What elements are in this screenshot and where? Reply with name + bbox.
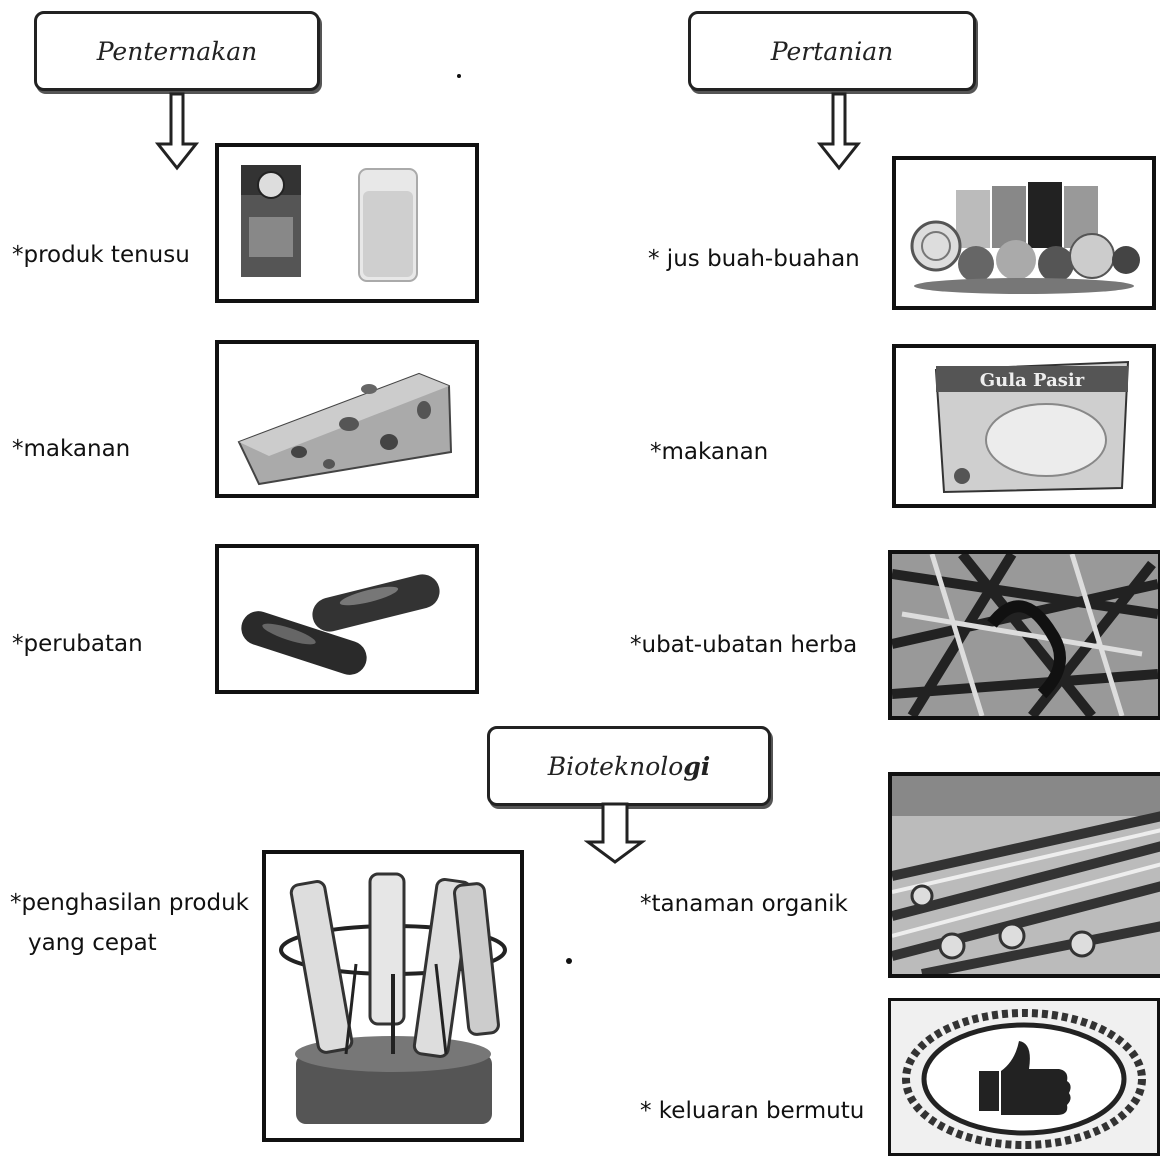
label-makanan-right: *makanan	[650, 439, 769, 465]
label-perubatan: *perubatan	[12, 631, 143, 657]
label-makanan-left: *makanan	[12, 436, 131, 462]
herbal-roots-photo	[888, 550, 1160, 720]
bioteknologi-title: Bioteknologi	[547, 751, 711, 781]
label-penghasilan-line2: yang cepat	[28, 930, 157, 956]
down-arrow-icon	[154, 92, 200, 171]
hydroponic-farm-photo	[888, 772, 1160, 978]
penternakan-box: Penternakan	[34, 11, 320, 91]
label-produk-tenusu: *produk tenusu	[12, 242, 190, 268]
pertanian-box: Pertanian	[688, 11, 976, 91]
label-tanaman-organik: *tanaman organik	[640, 891, 848, 917]
label-penghasilan-line1: *penghasilan produk	[10, 890, 249, 916]
dairy-products-photo	[215, 143, 479, 303]
label-jus-buah: * jus buah-buahan	[648, 246, 860, 272]
thumbs-up-seal-photo	[888, 998, 1160, 1156]
bioteknologi-box: Bioteknologi	[487, 726, 771, 806]
pertanian-title: Pertanian	[770, 36, 894, 66]
fruit-juice-photo	[892, 156, 1156, 310]
capsules-photo	[215, 544, 479, 694]
label-ubat-herba: *ubat-ubatan herba	[630, 632, 858, 658]
fermentation-tubes-photo	[262, 850, 524, 1142]
penternakan-title: Penternakan	[96, 36, 258, 66]
label-keluaran-bermutu: * keluaran bermutu	[640, 1098, 865, 1124]
pack-brand-text: Gula Pasir	[980, 370, 1085, 391]
sugar-pack-photo: Gula Pasir	[892, 344, 1156, 508]
cheese-photo	[215, 340, 479, 498]
down-arrow-icon	[584, 802, 646, 864]
scan-dot	[457, 74, 461, 78]
scan-dot	[566, 958, 572, 964]
down-arrow-icon	[816, 92, 862, 171]
